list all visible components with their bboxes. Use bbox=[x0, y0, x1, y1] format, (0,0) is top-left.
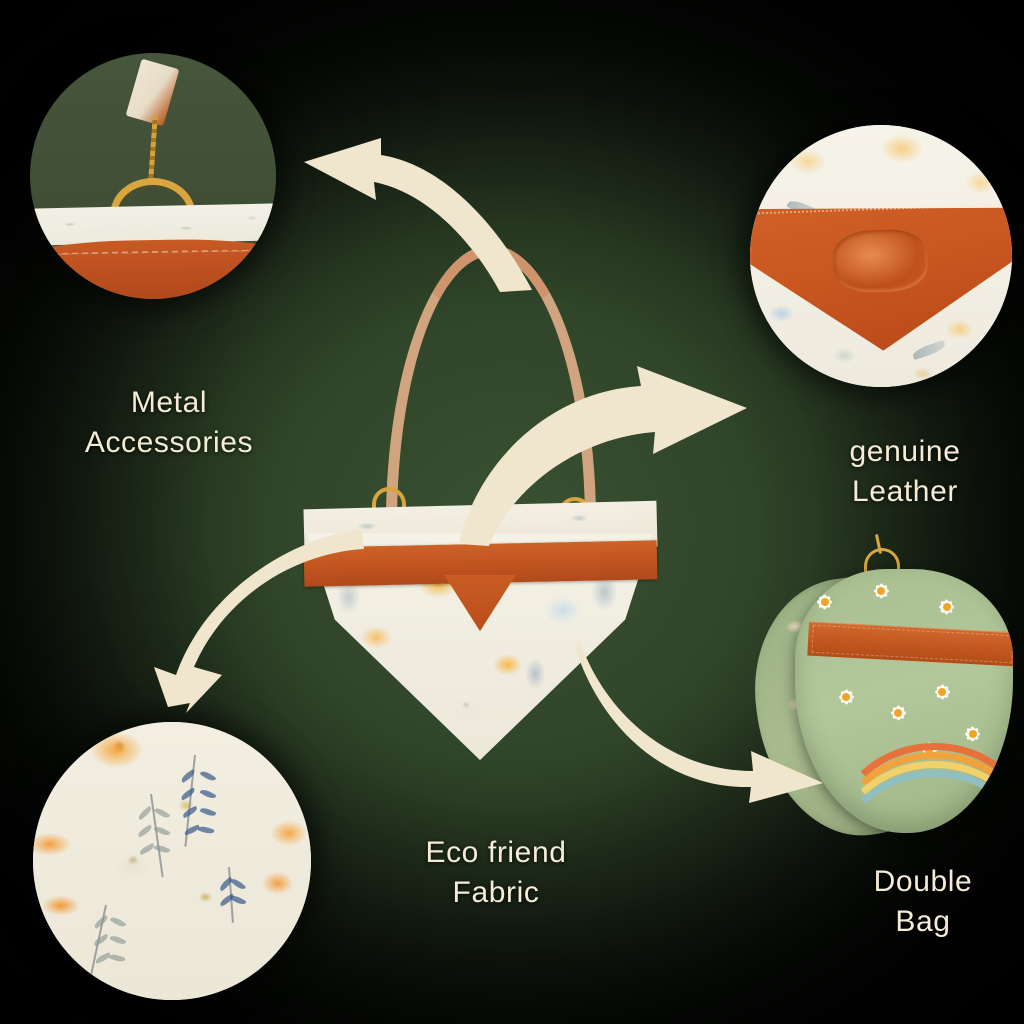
daisy-flower bbox=[829, 680, 863, 714]
daisy-flower bbox=[886, 701, 910, 725]
double-bag-daisy-side bbox=[794, 569, 1013, 833]
gray-leaf-sprig bbox=[136, 794, 206, 878]
double-bag-leather-band bbox=[806, 621, 1013, 667]
daisy-flower bbox=[930, 590, 964, 624]
inset-eco-fabric bbox=[33, 722, 311, 1000]
label-metal-accessories: Metal Accessories bbox=[84, 386, 254, 459]
blue-leaf-sprig bbox=[217, 866, 268, 923]
leather-trim-detail bbox=[30, 237, 276, 299]
hero-floral-tote-bag bbox=[300, 245, 660, 760]
eco-fabric-print bbox=[33, 722, 311, 1000]
inset-double-bag bbox=[740, 533, 1018, 849]
inset-genuine-leather bbox=[750, 125, 1012, 387]
daisy-flower bbox=[956, 717, 990, 751]
inset-metal-accessories bbox=[30, 53, 276, 299]
leaf-sprig bbox=[911, 340, 948, 361]
label-genuine-leather: genuine Leather bbox=[849, 435, 961, 508]
rainbow-arc bbox=[842, 743, 1013, 827]
label-double-bag: Double Bag bbox=[873, 865, 973, 938]
label-eco-fabric: Eco friend Fabric bbox=[425, 836, 567, 909]
gray-leaf-sprig bbox=[88, 905, 161, 985]
daisy-flower bbox=[808, 585, 842, 619]
daisy-flower bbox=[925, 675, 959, 709]
daisy-flower bbox=[864, 574, 898, 608]
leaf-sprig bbox=[771, 340, 805, 371]
fabric-edge-detail bbox=[30, 202, 276, 246]
